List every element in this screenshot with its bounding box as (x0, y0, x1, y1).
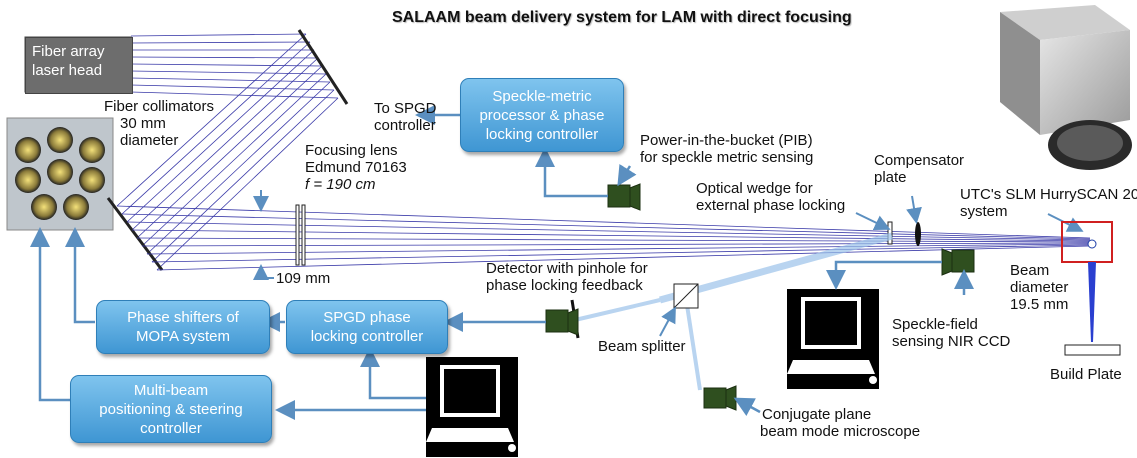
target-box (1061, 221, 1113, 263)
beam-diameter-label: Beam diameter 19.5 mm (1010, 262, 1068, 313)
label-line: To SPGD (374, 100, 437, 117)
label-line: for speckle metric sensing (640, 149, 814, 166)
beam-splitter-label: Beam splitter (598, 338, 686, 355)
utc-slm-label: UTC's SLM system (960, 186, 1036, 220)
width-109-label: 109 mm (276, 270, 331, 287)
phase-shifters-box: Phase shifters of MOPA system (96, 300, 270, 354)
speckle-metric-processor-box: Speckle-metric processor & phase locking… (460, 78, 624, 152)
fiber-head-line-1: Fiber array (32, 43, 105, 60)
to-spgd-label: To SPGD controller (374, 100, 437, 134)
box-line: SPGD phase (323, 309, 411, 326)
label-line: Optical wedge for (696, 180, 813, 197)
compensator-label: Compensator plate (874, 152, 964, 186)
label-line: f = 190 cm (305, 176, 376, 193)
fiber-collimator-image (6, 117, 114, 231)
laptop-1 (426, 357, 518, 457)
pib-detector (607, 183, 641, 211)
label-line: 30 mm (120, 115, 166, 132)
label-line: Conjugate plane (762, 406, 872, 423)
conjugate-plane-label: Conjugate plane beam mode microscope (760, 406, 920, 440)
label-line: UTC's SLM (960, 186, 1037, 203)
label-line: system (960, 203, 1008, 220)
box-line: controller (140, 419, 202, 437)
fiber-head-line-2: laser head (32, 62, 103, 79)
box-line: MOPA system (136, 328, 230, 345)
box-line: locking controller (485, 125, 599, 143)
label-line: Edmund 70163 (305, 159, 407, 176)
fiber-laser-head: Fiber array laser head (25, 37, 133, 94)
label-line: sensing NIR CCD (892, 333, 1011, 350)
label-line: controller (374, 117, 436, 134)
box-line: locking controller (310, 328, 424, 345)
box-line: positioning & steering (99, 400, 243, 418)
label-line: Compensator (874, 152, 965, 169)
multi-beam-controller-box: Multi-beam positioning & steering contro… (70, 375, 272, 443)
diagram-title: SALAAM beam delivery system for LAM with… (392, 9, 852, 26)
box-line: processor & phase (479, 106, 605, 124)
microscope-camera (703, 385, 737, 411)
ccd-camera (941, 248, 975, 276)
upper-mirror (297, 29, 349, 105)
pinhole-detector (545, 308, 579, 336)
box-line: Speckle-metric (492, 87, 592, 105)
optical-wedge-label: Optical wedge for external phase locking (696, 180, 845, 214)
focusing-lens-label: Focusing lens Edmund 70163 f = 190 cm (305, 142, 407, 193)
label-line: plate (874, 169, 907, 186)
beam-bundle-2 (116, 33, 339, 271)
label-line: beam mode microscope (760, 423, 921, 440)
beam-bundle-3 (116, 205, 1091, 271)
label-line: Fiber collimators (104, 98, 215, 115)
label-line: 19.5 mm (1010, 296, 1069, 313)
label-line: diameter (120, 132, 179, 149)
beam-bundle-1 (130, 33, 339, 99)
compensator-plate (915, 222, 921, 246)
box-line: Phase shifters of (127, 309, 239, 326)
label-line: Power-in-the-bucket (PIB) (640, 132, 813, 149)
spgd-phase-locking-box: SPGD phase locking controller (286, 300, 448, 354)
downward-beam (1088, 262, 1096, 342)
detector-label: Detector with pinhole for phase locking … (486, 260, 648, 294)
label-line: Speckle-field (892, 316, 978, 333)
label-line: external phase locking (696, 197, 846, 214)
build-plate-label: Build Plate (1050, 366, 1122, 383)
laptop-2 (787, 289, 879, 389)
scanner-head-image (1000, 5, 1132, 170)
label-line: diameter (1010, 279, 1069, 296)
focusing-lens (295, 204, 306, 266)
hurryscan-label: HurrySCAN 20 (1040, 186, 1137, 203)
fiber-collimators-label: Fiber collimators 30 mm diameter (104, 98, 214, 149)
pib-label: Power-in-the-bucket (PIB) for speckle me… (640, 132, 813, 166)
lower-mirror (106, 197, 164, 271)
label-line: Beam (1010, 262, 1050, 279)
speckle-field-label: Speckle-field sensing NIR CCD (892, 316, 1010, 350)
label-line: Focusing lens (305, 142, 398, 159)
box-line: Multi-beam (133, 381, 209, 399)
label-line: phase locking feedback (486, 277, 643, 294)
build-plate (1064, 344, 1121, 356)
label-line: Detector with pinhole for (486, 260, 648, 277)
